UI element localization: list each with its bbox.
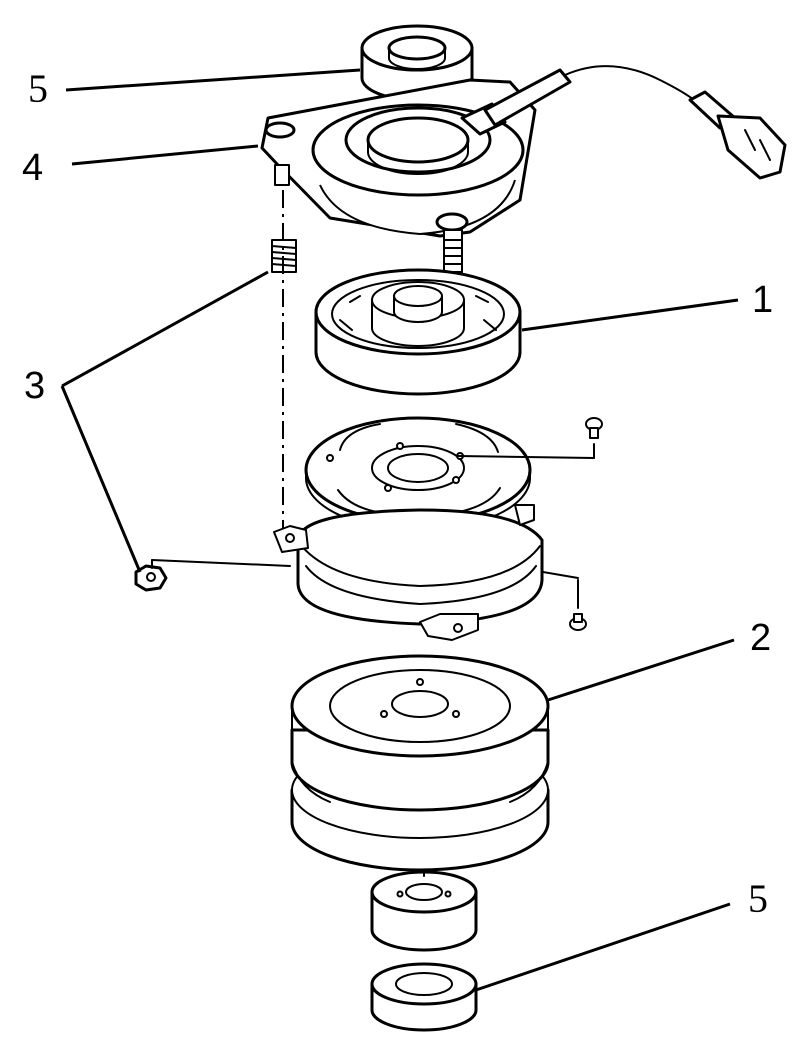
spacer — [370, 869, 478, 952]
leader-3-lower — [60, 385, 142, 573]
rotor — [314, 268, 522, 396]
leader-5-top — [65, 68, 361, 92]
armature-plate — [304, 416, 532, 531]
bottom-bearing — [370, 962, 478, 1032]
callout-1: 1 — [752, 279, 773, 321]
field-coil-housing — [260, 65, 787, 238]
callout-4: 4 — [22, 147, 43, 189]
callout-2: 2 — [750, 617, 771, 659]
callout-5-bottom: 5 — [748, 876, 768, 921]
brake-shroud — [273, 504, 544, 641]
leader-2 — [547, 638, 735, 702]
callout-5-top: 5 — [28, 66, 48, 111]
leader-1 — [521, 298, 739, 332]
hex-nut — [134, 559, 291, 592]
leader-3-upper — [61, 270, 269, 388]
pulley — [290, 654, 550, 872]
rivet-top — [457, 417, 603, 459]
leader-4 — [71, 144, 259, 166]
callout-3: 3 — [24, 365, 45, 407]
wire-connector — [688, 90, 787, 180]
top-bearing — [360, 24, 474, 102]
housing-studs — [274, 164, 463, 279]
leader-5-bottom — [475, 902, 731, 992]
